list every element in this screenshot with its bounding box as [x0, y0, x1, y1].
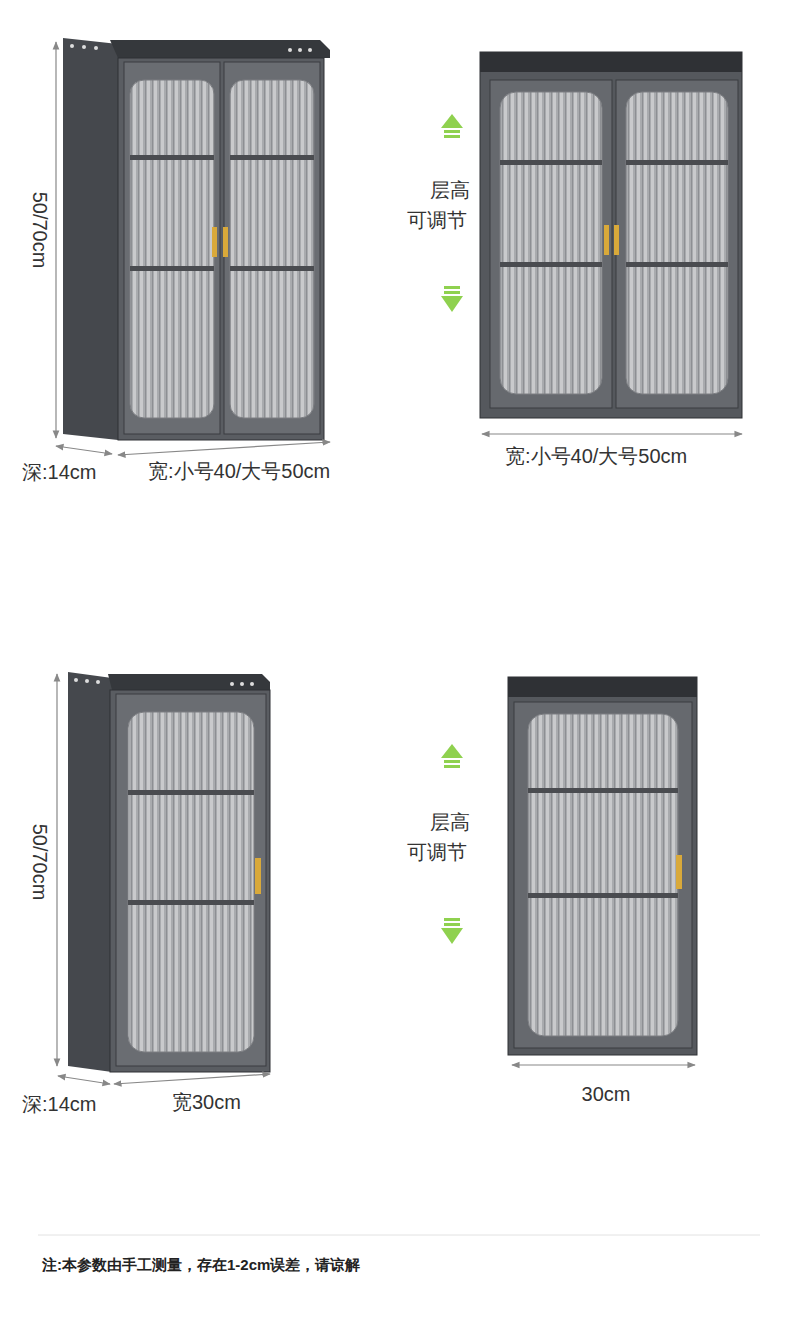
depth-dimension: 深:14cm [22, 460, 96, 484]
cabinet-double-front [480, 52, 742, 418]
adjust-label: 可调节 [407, 208, 467, 232]
divider-line [38, 1235, 760, 1236]
depth-dimension: 深:14cm [22, 1092, 96, 1116]
adjust-label: 可调节 [407, 840, 467, 864]
width-dimension: 宽:小号40/大号50cm [148, 459, 330, 483]
cabinet-single-perspective [68, 672, 270, 1072]
adjust-label: 层高 [430, 178, 470, 202]
cabinet-single-front [508, 677, 697, 1055]
width-dimension: 宽30cm [172, 1090, 241, 1114]
width-dimension: 30cm [582, 1082, 631, 1106]
width-dimension: 宽:小号40/大号50cm [505, 444, 687, 468]
height-dimension: 50/70cm [28, 824, 52, 901]
adjust-label: 层高 [430, 810, 470, 834]
cabinet-double-perspective [63, 38, 330, 440]
height-dimension: 50/70cm [28, 192, 52, 269]
note-text: 注:本参数由手工测量，存在1-2cm误差，请谅解 [42, 1256, 360, 1274]
dimension-lines [56, 42, 742, 1084]
